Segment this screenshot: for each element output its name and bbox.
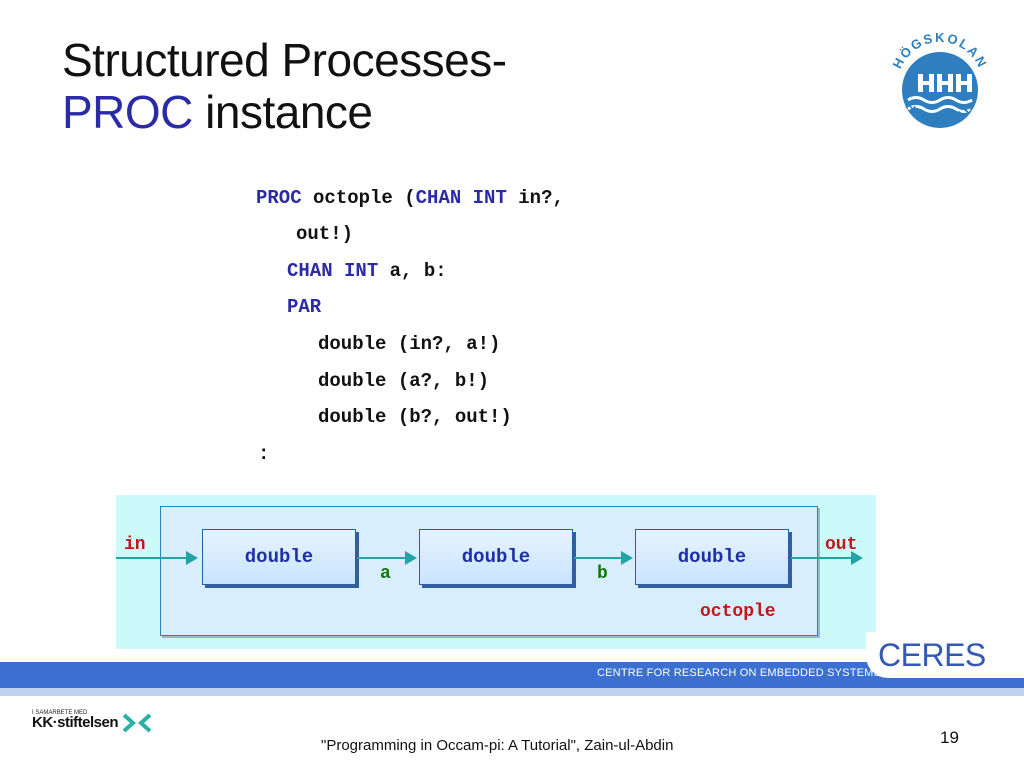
code-line-3: CHAN INT a, b: xyxy=(287,259,447,283)
double-box-label: double xyxy=(677,546,747,568)
octople-diagram: in double a double b double out octople xyxy=(116,495,876,649)
code-line-2: out!) xyxy=(296,223,354,245)
code-line-5: double (in?, a!) xyxy=(318,333,501,355)
out-label: out xyxy=(825,535,858,555)
footer-band-strip xyxy=(0,688,1024,696)
double-box-2: double xyxy=(419,529,573,585)
ceres-tagline: CENTRE FOR RESEARCH ON EMBEDDED SYSTEMS xyxy=(597,667,882,679)
channel-b-label: b xyxy=(597,564,608,584)
code-text: in?, xyxy=(506,187,564,209)
kk-small-text: I SAMARBETE MED xyxy=(32,710,88,716)
code-keyword-proc: PROC xyxy=(256,187,302,209)
code-line-7: double (b?, out!) xyxy=(318,406,512,428)
ceres-logo-tab xyxy=(866,632,1024,678)
code-text: octople ( xyxy=(301,187,416,209)
code-keyword-chan-int: CHAN INT xyxy=(415,187,507,209)
kk-chevron-icon xyxy=(122,713,152,733)
code-line-6: double (a?, b!) xyxy=(318,370,490,392)
title-line-2: PROC instance xyxy=(62,86,507,138)
code-keyword-chan-int: CHAN INT xyxy=(287,260,379,282)
octople-label: octople xyxy=(700,602,776,622)
kk-stiftelsen-logo: KK·stiftelsen xyxy=(32,714,119,731)
page-number: 19 xyxy=(940,728,959,747)
code-line-8: : xyxy=(258,443,270,465)
in-arrow xyxy=(116,551,198,565)
double-box-label: double xyxy=(244,546,314,568)
slide-title: Structured Processes- PROC instance xyxy=(62,34,507,138)
ceres-logo: CERES xyxy=(878,637,986,673)
code-text: a, b: xyxy=(378,260,447,282)
out-arrow xyxy=(791,551,863,565)
channel-b-arrow xyxy=(574,551,633,565)
channel-a-label: a xyxy=(380,564,391,584)
title-rest: instance xyxy=(192,86,373,138)
double-box-1: double xyxy=(202,529,356,585)
channel-a-arrow xyxy=(357,551,417,565)
title-line-1: Structured Processes- xyxy=(62,34,507,86)
in-label: in xyxy=(124,535,146,555)
double-box-3: double xyxy=(635,529,789,585)
code-keyword-par: PAR xyxy=(287,296,322,318)
double-box-label: double xyxy=(461,546,531,568)
hogskolan-halmstad-logo: HÖGSKOLAN HALMSTAD xyxy=(890,30,989,129)
footer-band xyxy=(0,662,1024,688)
title-keyword: PROC xyxy=(62,86,193,138)
citation-footer: "Programming in Occam-pi: A Tutorial", Z… xyxy=(321,737,674,754)
code-line-4: PAR xyxy=(287,295,321,319)
code-line-1: PROC octople (CHAN INT in?, xyxy=(256,186,564,210)
